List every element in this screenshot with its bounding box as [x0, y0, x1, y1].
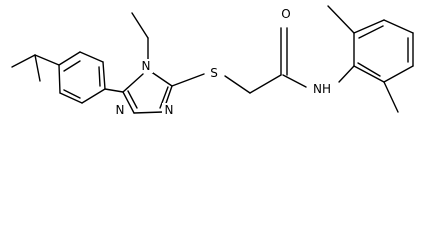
atom-label-n2: N	[116, 103, 125, 117]
bond	[34, 54, 60, 66]
atom-label-nh: NH	[313, 82, 331, 96]
bond	[122, 91, 135, 114]
bond	[122, 73, 144, 93]
bond	[159, 86, 169, 109]
bond	[171, 73, 205, 87]
bond	[338, 65, 355, 83]
label-backdrop	[139, 59, 153, 73]
bond	[98, 66, 101, 87]
atom-labels: N N N S O NH	[113, 7, 336, 117]
bond	[249, 74, 282, 94]
bond	[34, 54, 41, 82]
bond	[11, 54, 36, 68]
bond-lines	[11, 5, 414, 114]
bond	[133, 111, 164, 114]
label-backdrop	[162, 103, 176, 117]
bond	[353, 19, 385, 34]
bond	[131, 12, 149, 39]
atom-label-s: S	[210, 66, 218, 80]
atom-label-o: O	[281, 7, 290, 21]
label-backdrop	[207, 66, 221, 81]
bond	[79, 51, 104, 63]
bond	[127, 90, 138, 109]
label-backdrop	[279, 7, 293, 21]
bond	[63, 60, 81, 72]
molecular-structure: N N N S O NH	[11, 5, 414, 117]
bond	[353, 65, 385, 83]
bond	[224, 75, 251, 94]
bond	[383, 19, 414, 34]
atom-label-n4: N	[142, 59, 151, 73]
bond	[63, 89, 81, 99]
bond	[357, 62, 381, 77]
bond	[358, 25, 384, 39]
bond	[282, 74, 307, 88]
bond	[81, 88, 106, 104]
bond	[58, 64, 61, 94]
bond	[383, 65, 414, 83]
bond	[327, 5, 355, 34]
bond	[102, 61, 106, 90]
bond	[104, 88, 124, 93]
bond	[383, 81, 399, 113]
label-backdrop	[308, 82, 336, 97]
atom-label-n1: N	[165, 103, 174, 117]
bond	[149, 70, 173, 87]
label-backdrop	[113, 103, 127, 117]
bond	[58, 51, 81, 66]
bond	[59, 92, 83, 104]
